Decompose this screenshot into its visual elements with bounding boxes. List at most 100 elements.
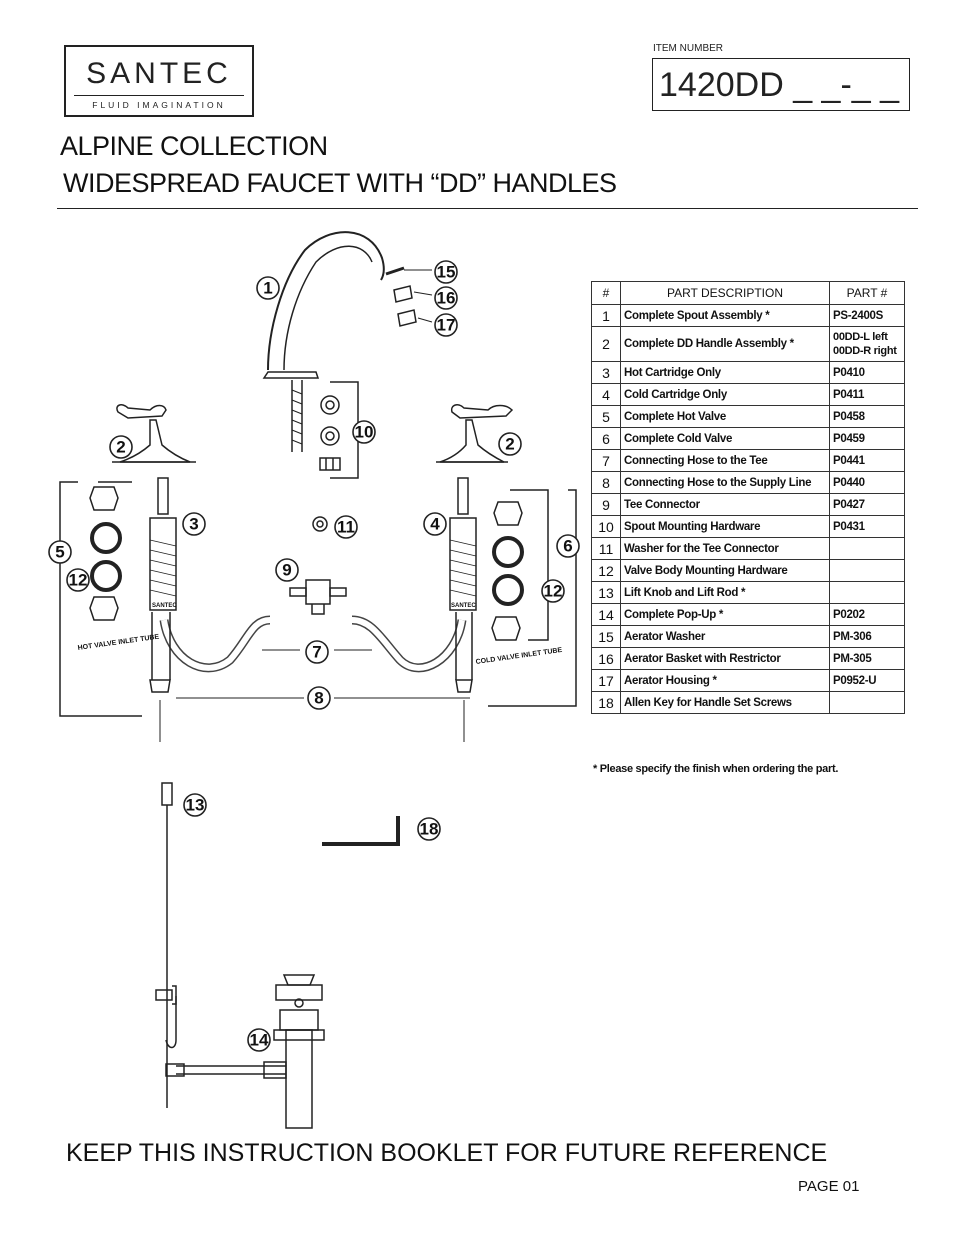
part-number-index: 4 — [591, 383, 621, 406]
spout — [267, 231, 385, 371]
part-description: Allen Key for Handle Set Screws — [620, 691, 830, 714]
callout-8: 8 — [307, 686, 331, 710]
part-description: Complete Pop-Up * — [620, 603, 830, 626]
part-description: Aerator Washer — [620, 625, 830, 648]
svg-text:10: 10 — [355, 423, 374, 442]
part-description: Hot Cartridge Only — [620, 361, 830, 384]
part-number-index: 15 — [591, 625, 621, 648]
callout-2-right: 2 — [498, 432, 522, 456]
part-code: P0410 — [829, 361, 905, 384]
callout-9: 9 — [275, 558, 299, 582]
callout-13: 13 — [183, 793, 207, 817]
part-number-index: 8 — [591, 471, 621, 494]
part-description: Complete Spout Assembly * — [620, 304, 830, 327]
part-description: Connecting Hose to the Tee — [620, 449, 830, 472]
callout-12-left: 12 — [66, 568, 90, 592]
part-description: Washer for the Tee Connector — [620, 537, 830, 560]
product-title: WIDESPREAD FAUCET WITH “DD” HANDLES — [63, 168, 617, 198]
logo-divider — [74, 95, 244, 96]
callout-14: 14 — [247, 1028, 271, 1052]
part-code: PM-306 — [829, 625, 905, 648]
svg-text:5: 5 — [55, 543, 64, 562]
part-description: Tee Connector — [620, 493, 830, 516]
part-number-index: 2 — [591, 326, 621, 362]
svg-text:9: 9 — [282, 561, 291, 580]
svg-text:17: 17 — [437, 316, 456, 335]
part-description: Complete Cold Valve — [620, 427, 830, 450]
part-number-index: 12 — [591, 559, 621, 582]
callout-6: 6 — [556, 534, 580, 558]
part-code — [829, 559, 905, 582]
svg-text:2: 2 — [505, 435, 514, 454]
svg-text:8: 8 — [314, 689, 323, 708]
svg-text:1: 1 — [263, 279, 272, 298]
callout-12-right: 12 — [541, 579, 565, 603]
part-description: Connecting Hose to the Supply Line — [620, 471, 830, 494]
part-code: PM-305 — [829, 647, 905, 670]
part-code: P0441 — [829, 449, 905, 472]
part-code: P0411 — [829, 383, 905, 406]
svg-text:15: 15 — [437, 263, 456, 282]
part-description: Complete Hot Valve — [620, 405, 830, 428]
brand-tagline: FLUID IMAGINATION — [92, 100, 226, 110]
svg-text:12: 12 — [544, 582, 563, 601]
part-code: 00DD-L left 00DD-R right — [829, 326, 905, 362]
part-description: Aerator Housing * — [620, 669, 830, 692]
callout-2-left: 2 — [109, 435, 133, 459]
part-number-index: 7 — [591, 449, 621, 472]
page-number: PAGE 01 — [798, 1178, 860, 1195]
part-number-index: 16 — [591, 647, 621, 670]
part-number-index: 5 — [591, 405, 621, 428]
part-description: Cold Cartridge Only — [620, 383, 830, 406]
part-code: P0952-U — [829, 669, 905, 692]
header-number: # — [591, 281, 621, 305]
part-code: P0202 — [829, 603, 905, 626]
brand-name: SANTEC — [86, 57, 232, 90]
part-code: P0427 — [829, 493, 905, 516]
svg-text:11: 11 — [337, 518, 355, 537]
callout-5: 5 — [48, 540, 72, 564]
cold-tube-label: COLD VALVE INLET TUBE — [475, 647, 563, 666]
svg-text:12: 12 — [69, 571, 88, 590]
part-number-index: 17 — [591, 669, 621, 692]
part-code — [829, 581, 905, 604]
part-code: P0458 — [829, 405, 905, 428]
callout-16: 16 — [434, 286, 458, 310]
part-description: Complete DD Handle Assembly * — [620, 326, 830, 362]
part-code: P0431 — [829, 515, 905, 538]
part-number-index: 18 — [591, 691, 621, 714]
part-code: P0440 — [829, 471, 905, 494]
svg-text:4: 4 — [430, 515, 440, 534]
svg-text:6: 6 — [563, 537, 572, 556]
keep-booklet-notice: KEEP THIS INSTRUCTION BOOKLET FOR FUTURE… — [66, 1139, 828, 1167]
header-part-number: PART # — [829, 281, 905, 305]
part-code: P0459 — [829, 427, 905, 450]
part-number-index: 6 — [591, 427, 621, 450]
parts-table-header: # PART DESCRIPTION PART # — [591, 281, 905, 305]
collection-title: ALPINE COLLECTION — [60, 131, 328, 161]
hot-tube-label: HOT VALVE INLET TUBE — [77, 634, 160, 652]
callout-11: 11 — [334, 515, 358, 539]
item-number-value: 1420DD _ _-_ _ — [659, 66, 900, 104]
left-valve-brand: SANTEC — [152, 603, 177, 609]
part-number-index: 9 — [591, 493, 621, 516]
part-description: Valve Body Mounting Hardware — [620, 559, 830, 582]
finish-note: * Please specify the finish when orderin… — [593, 763, 839, 775]
svg-text:7: 7 — [312, 643, 321, 662]
brand-logo: SANTEC FLUID IMAGINATION — [64, 45, 254, 117]
